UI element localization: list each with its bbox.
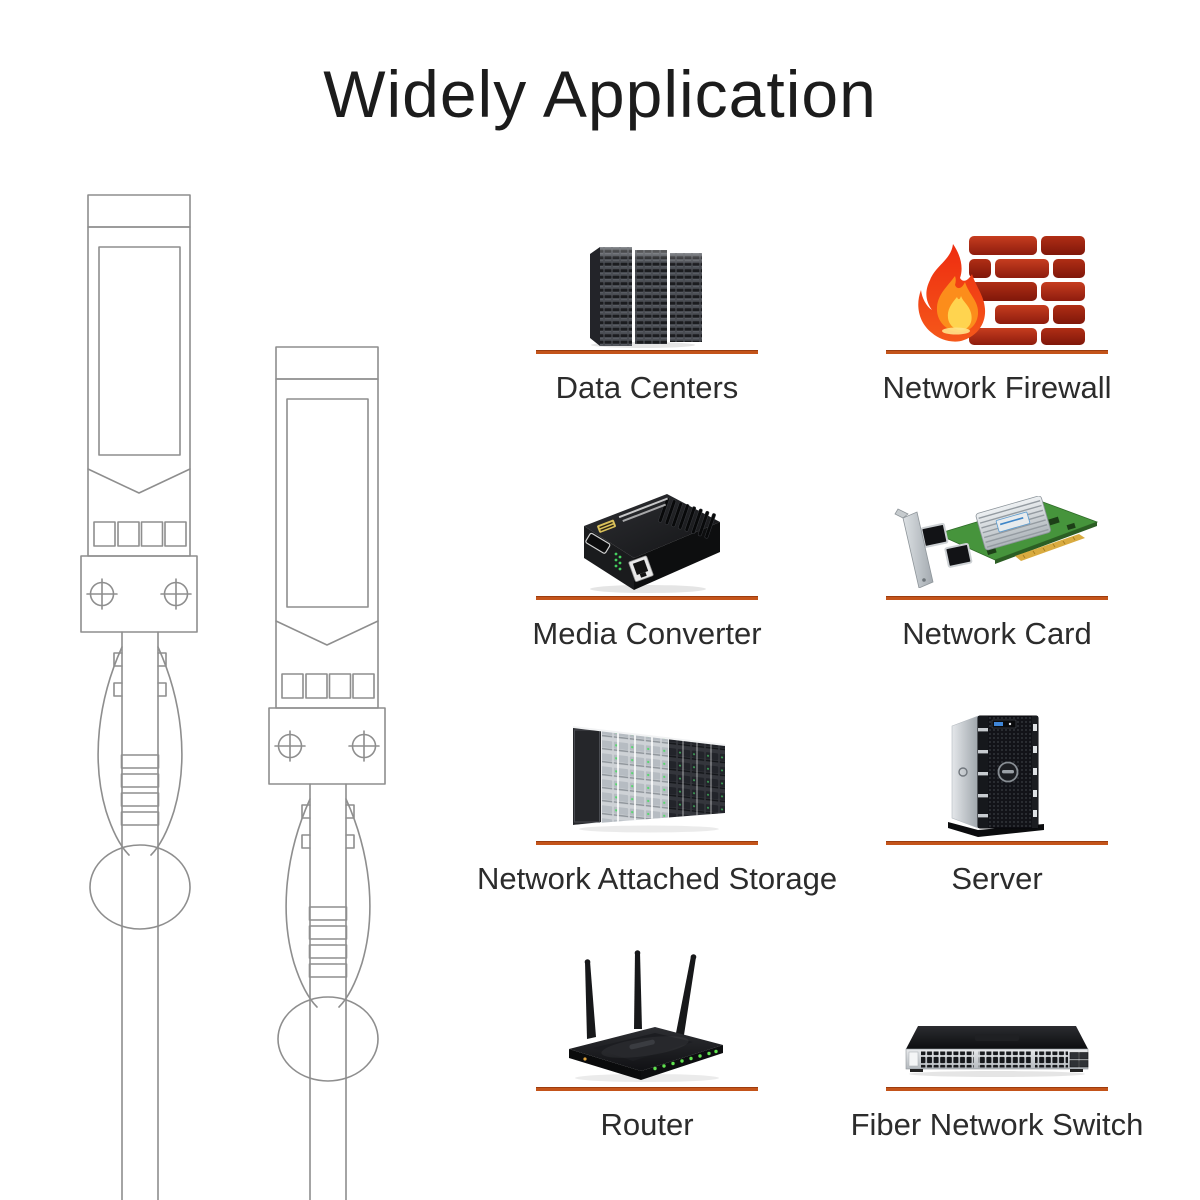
icon-box — [827, 461, 1167, 596]
network-attached-storage-icon — [572, 726, 726, 833]
network-card-icon — [894, 496, 1099, 588]
router-logo — [629, 1039, 655, 1050]
app-label: Network Card — [902, 616, 1092, 651]
accent-underline — [536, 1087, 758, 1091]
accent-underline — [536, 841, 758, 845]
brick-wall — [969, 236, 1085, 345]
app-cell-network-card: Network Card — [827, 461, 1167, 652]
app-label: Router — [600, 1107, 694, 1142]
server-icon — [948, 715, 1044, 837]
router-icon — [569, 950, 723, 1082]
status-leds — [614, 552, 622, 571]
sfp-ports — [1069, 1052, 1089, 1068]
app-cell-fiber-network-switch: Fiber Network Switch — [827, 952, 1167, 1143]
sfp-slot — [585, 532, 611, 554]
brand-label — [597, 497, 669, 533]
port-group — [1035, 1051, 1068, 1068]
accent-underline — [886, 1087, 1108, 1091]
accent-underline — [536, 350, 758, 354]
heatsink — [975, 496, 1051, 551]
port-group — [978, 1051, 1031, 1068]
antennas — [584, 950, 697, 1039]
app-cell-network-firewall: Network Firewall — [827, 215, 1167, 406]
sfp-connector-right — [268, 346, 386, 1200]
fiber-network-switch-icon — [905, 1026, 1089, 1077]
app-label: Media Converter — [532, 616, 762, 651]
vent-slots — [658, 497, 716, 539]
router-leds — [653, 1049, 718, 1071]
icon-box — [827, 952, 1167, 1087]
flame — [918, 244, 986, 342]
page-title: Widely Application — [323, 57, 877, 131]
app-label: Fiber Network Switch — [850, 1107, 1144, 1142]
accent-underline — [886, 350, 1108, 354]
data-centers-icon — [590, 247, 702, 348]
app-cell-network-attached-storage: Network Attached Storage — [477, 706, 838, 897]
icon-box — [827, 215, 1167, 350]
app-label: Network Firewall — [882, 370, 1112, 405]
network-firewall-icon — [918, 236, 1085, 345]
icon-box — [477, 215, 817, 350]
app-cell-server: Server — [827, 706, 1167, 897]
rj45-port — [628, 555, 654, 582]
port-group — [921, 1051, 974, 1068]
icon-box — [477, 706, 817, 841]
accent-underline — [886, 596, 1108, 600]
switch-label — [908, 1051, 919, 1067]
accent-underline — [536, 596, 758, 600]
app-label: Server — [951, 861, 1043, 896]
sfp-cable-connectors-drawing — [80, 194, 386, 1200]
icon-box — [477, 950, 817, 1087]
icon-box — [827, 706, 1167, 841]
app-cell-router: Router — [477, 950, 817, 1143]
app-cell-data-centers: Data Centers — [477, 215, 817, 406]
sfp-connector-left — [80, 194, 198, 1200]
icon-box — [477, 461, 817, 596]
app-label: Data Centers — [555, 370, 739, 405]
media-converter-icon — [584, 494, 720, 593]
accent-underline — [886, 841, 1108, 845]
app-cell-media-converter: Media Converter — [477, 461, 817, 652]
bracket — [894, 508, 934, 588]
app-label: Network Attached Storage — [477, 861, 838, 896]
